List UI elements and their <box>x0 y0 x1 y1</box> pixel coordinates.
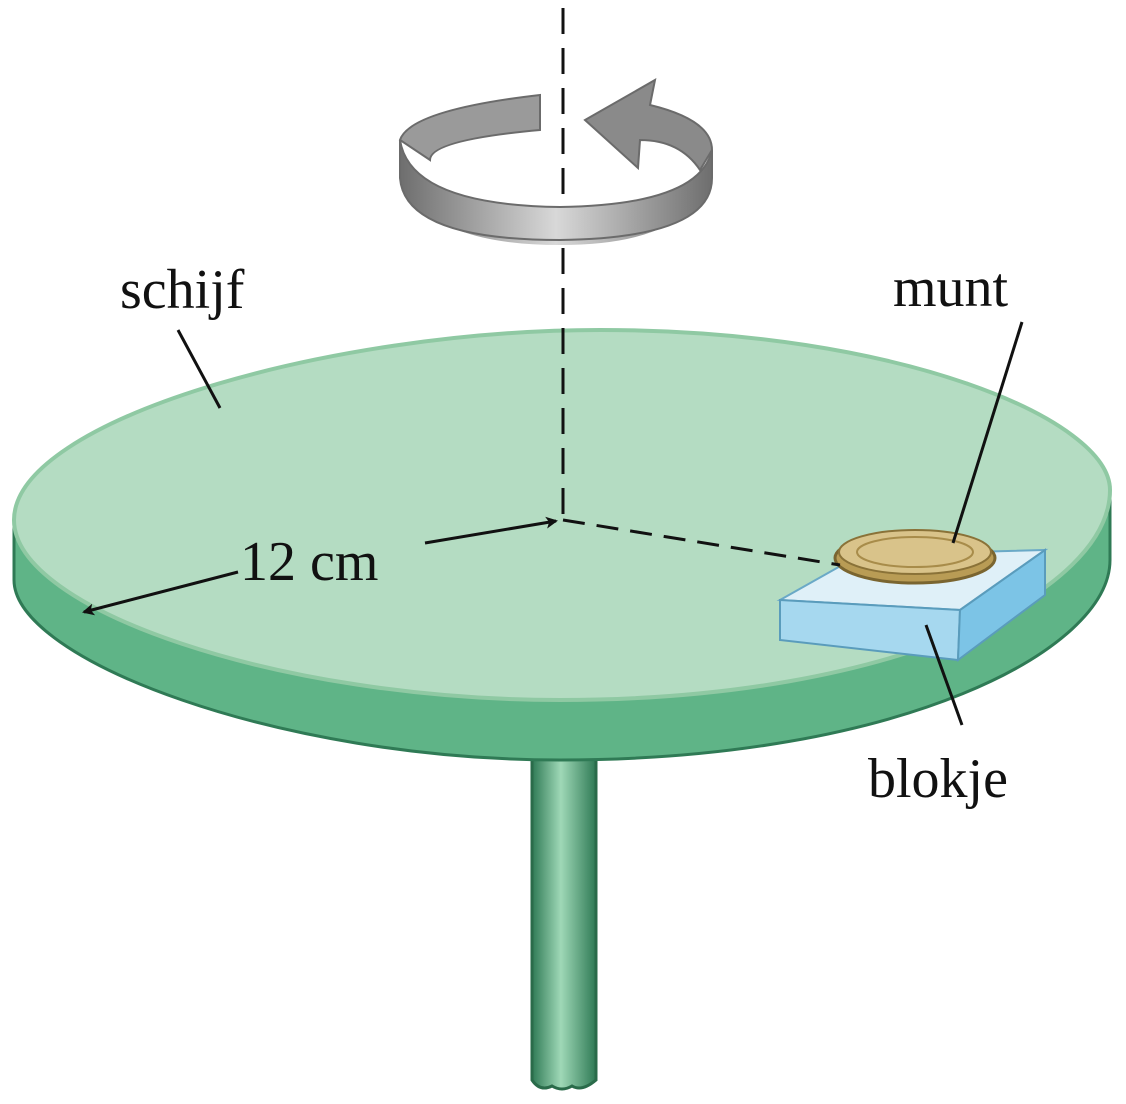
disc-leader-line <box>176 329 222 409</box>
coin <box>833 529 997 585</box>
circular-rotation-arrow-icon <box>398 78 714 245</box>
disc-label: schijf <box>120 259 245 321</box>
block-label: blokje <box>868 748 1008 810</box>
radius-arrow-left <box>82 570 239 616</box>
shaft <box>530 743 598 1091</box>
radius-arrow-right <box>424 516 558 545</box>
coin-leader-line <box>951 321 1024 544</box>
coin-label: munt <box>893 257 1009 319</box>
radius-label: 12 cm <box>240 531 378 593</box>
block-leader-line <box>924 624 964 726</box>
radius-line <box>562 518 841 567</box>
block-side-face <box>956 548 1046 663</box>
